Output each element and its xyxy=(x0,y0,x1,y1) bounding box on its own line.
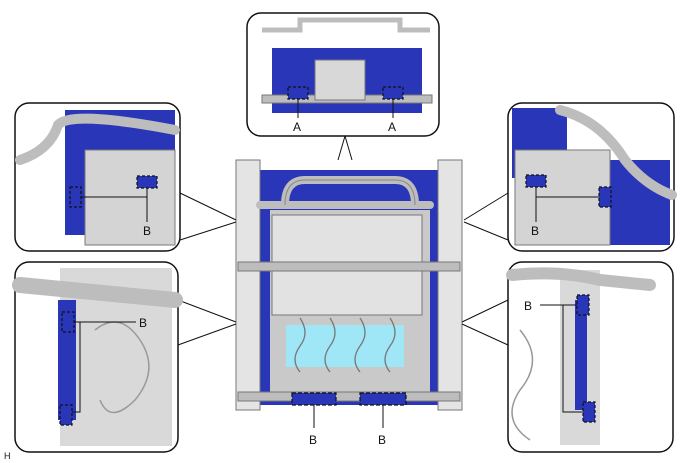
clip-b-marker-lr-1 xyxy=(576,294,590,316)
clip-b-marker-ur-2 xyxy=(598,186,612,208)
clip-b-marker-ll-2 xyxy=(59,404,73,426)
clip-b-marker-ll-1 xyxy=(61,311,75,333)
clip-b-marker-lr-2 xyxy=(582,401,596,423)
callout-leaders xyxy=(177,134,509,346)
label-b-bottom-left: B xyxy=(309,433,317,447)
clip-b-marker-ul-1 xyxy=(69,186,82,208)
label-a-right: A xyxy=(388,120,396,134)
label-b-lower-right: B xyxy=(524,299,532,313)
clip-b-marker-ul-2 xyxy=(136,175,158,189)
figure-code: H xyxy=(4,451,11,461)
label-b-upper-left: B xyxy=(143,224,151,238)
clip-a-marker-left xyxy=(287,86,309,100)
clip-b-marker-bottom-right xyxy=(359,392,407,406)
seat-frame-main: B B xyxy=(235,159,463,447)
label-b-lower-left: B xyxy=(139,316,147,330)
callout-lower-left: B xyxy=(12,261,183,453)
label-b-bottom-right: B xyxy=(378,433,386,447)
clip-a-marker-right xyxy=(382,86,404,100)
callout-lower-right: B xyxy=(506,261,674,453)
callout-upper-right: B xyxy=(507,102,677,252)
clip-b-marker-bottom-left xyxy=(291,392,337,406)
label-b-upper-right: B xyxy=(531,224,539,238)
label-a-left: A xyxy=(293,120,301,134)
callout-top: A A xyxy=(246,12,440,137)
clip-b-marker-ur-1 xyxy=(525,174,547,188)
callout-upper-left: B xyxy=(14,102,181,252)
